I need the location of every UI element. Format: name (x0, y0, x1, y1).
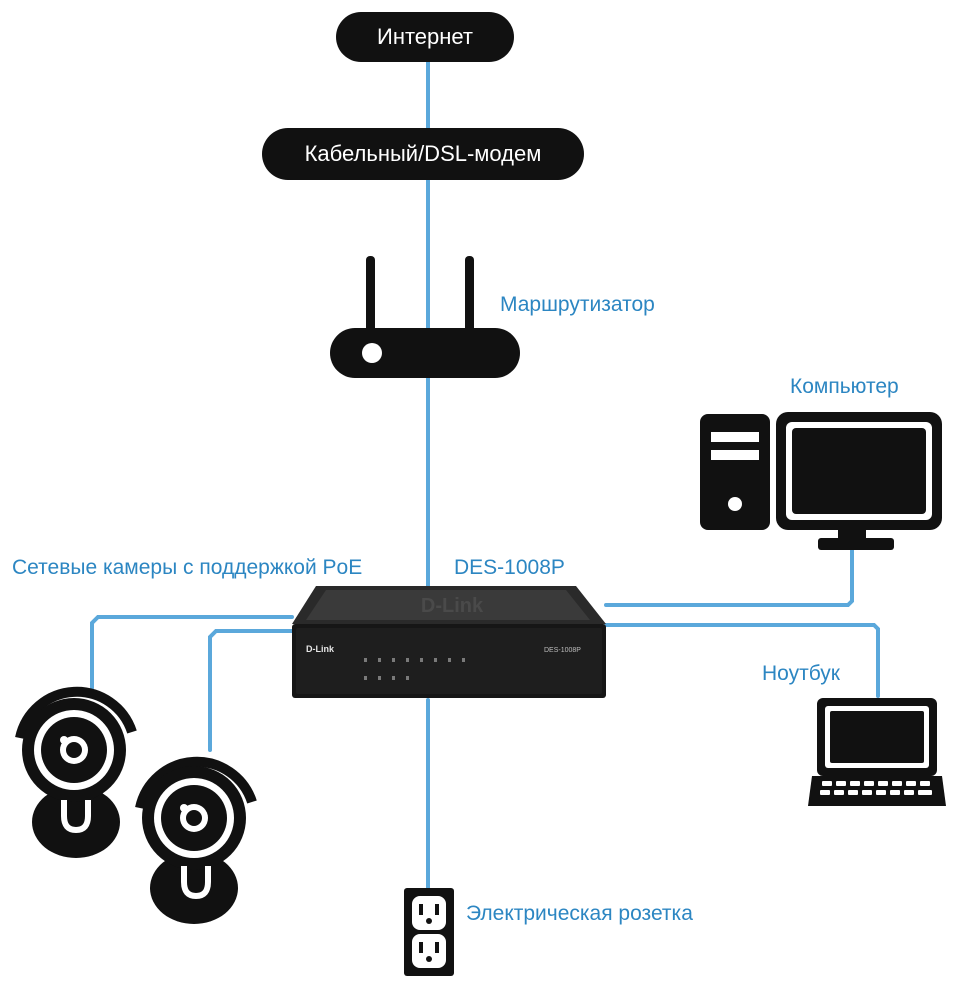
laptop-label: Ноутбук (762, 662, 840, 685)
switch-brand-top: D-Link (421, 595, 484, 617)
cable-switch-camera1 (90, 615, 294, 690)
switch-label: DES-1008P (454, 556, 565, 579)
switch-brand-front: D-Link (306, 644, 335, 654)
modem-node: Кабельный/DSL-модем (262, 128, 584, 180)
laptop-icon (808, 698, 946, 806)
internet-node: Интернет (336, 12, 514, 62)
cable-switch-laptop (604, 623, 880, 698)
cable-switch-computer (604, 546, 854, 607)
cameras-label: Сетевые камеры с поддержкой PoE (12, 556, 363, 579)
outlet-label: Электрическая розетка (466, 902, 693, 925)
router-label: Маршрутизатор (500, 293, 655, 316)
router-icon (330, 256, 520, 378)
modem-label: Кабельный/DSL-модем (304, 141, 542, 166)
cable-switch-camera2 (208, 629, 294, 752)
power-outlet-icon (404, 888, 454, 976)
ip-camera-icon (15, 686, 137, 858)
internet-label: Интернет (377, 24, 473, 49)
computer-label: Компьютер (790, 375, 899, 398)
ip-camera-icon (135, 756, 257, 924)
switch-model-front: DES-1008P (544, 647, 581, 654)
cables (90, 54, 880, 892)
network-switch-icon (292, 586, 606, 698)
desktop-computer-icon (700, 412, 942, 550)
